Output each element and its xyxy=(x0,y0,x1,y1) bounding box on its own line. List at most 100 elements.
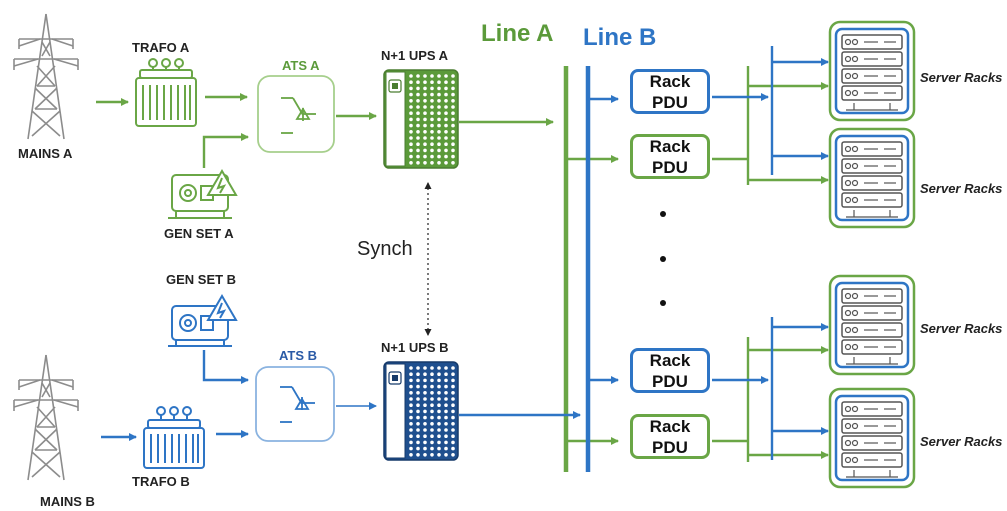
vent-dot xyxy=(409,111,413,115)
mains-b-tower-icon xyxy=(13,354,79,481)
vent-dot xyxy=(444,154,448,159)
mains-b-label: MAINS B xyxy=(40,494,95,509)
vent-dot xyxy=(430,453,434,457)
vent-dot xyxy=(416,99,420,103)
line-a-title: Line A xyxy=(481,20,554,47)
vent-dot xyxy=(437,397,441,401)
vent-dot xyxy=(416,117,420,122)
vent-dot xyxy=(437,130,441,134)
vent-dot xyxy=(423,148,427,153)
vent-dot xyxy=(437,372,441,377)
vent-dot xyxy=(423,446,427,451)
vent-dot xyxy=(423,92,427,97)
vent-dot xyxy=(451,105,455,109)
vent-dot xyxy=(451,86,455,91)
vent-dot xyxy=(416,154,420,159)
vent-dot xyxy=(444,453,448,457)
vent-dot xyxy=(444,80,448,84)
vent-dot xyxy=(430,105,434,109)
vent-dot xyxy=(409,123,413,128)
vent-dot xyxy=(409,440,413,445)
vent-dot xyxy=(430,384,434,389)
vent-dot xyxy=(409,446,413,451)
mains-a-tower-icon xyxy=(13,13,79,140)
vent-dot xyxy=(437,148,441,153)
vent-dot xyxy=(451,80,455,84)
vent-dot xyxy=(430,415,434,420)
vent-dot xyxy=(444,384,448,389)
vent-dot xyxy=(416,384,420,389)
rack-pdu-2-line2: PDU xyxy=(652,157,688,177)
vent-dot xyxy=(430,99,434,103)
ellipsis-dot xyxy=(660,211,666,217)
vent-dot xyxy=(430,422,434,426)
gen-set-b-label: GEN SET B xyxy=(166,272,237,287)
vent-dot xyxy=(430,409,434,414)
vent-dot xyxy=(437,142,441,146)
rack-pdu-3-line1: Rack xyxy=(649,350,691,370)
ats-a-label: ATS A xyxy=(282,58,320,73)
ups-a-label: N+1 UPS A xyxy=(381,48,449,63)
vent-dot xyxy=(409,105,413,109)
ups-a-icon xyxy=(383,69,459,169)
vent-dot xyxy=(444,130,448,134)
vent-dot xyxy=(430,446,434,451)
vent-dot xyxy=(423,409,427,414)
line-a-connections xyxy=(96,66,829,472)
vent-dot xyxy=(423,130,427,134)
vent-dot xyxy=(416,372,420,377)
vent-dot xyxy=(409,384,413,389)
vent-dot xyxy=(444,378,448,383)
vent-dot xyxy=(451,384,455,389)
vent-dot xyxy=(409,130,413,134)
vent-dot xyxy=(423,86,427,91)
vent-dot xyxy=(409,409,413,414)
vent-dot xyxy=(430,397,434,401)
rack-pdu-1-line2: PDU xyxy=(652,92,688,112)
vent-dot xyxy=(444,123,448,128)
ups-b-icon xyxy=(383,361,459,461)
vent-dot xyxy=(416,422,420,426)
vent-dot xyxy=(423,154,427,159)
vent-dot xyxy=(430,440,434,445)
vent-dot xyxy=(409,154,413,159)
vent-dot xyxy=(409,74,413,78)
vent-dot xyxy=(409,86,413,91)
line-b-connections xyxy=(101,46,829,472)
vent-dot xyxy=(416,130,420,134)
rack-pdu-1-line1: Rack xyxy=(649,71,691,91)
vent-dot xyxy=(423,372,427,377)
vent-dot xyxy=(430,123,434,128)
vent-dot xyxy=(409,366,413,370)
gen-set-a-icon xyxy=(168,169,238,219)
vent-dot xyxy=(451,154,455,159)
vent-dot xyxy=(437,161,441,165)
vent-dot xyxy=(444,434,448,439)
vent-dot xyxy=(416,378,420,383)
vent-dot xyxy=(416,74,420,78)
vent-dot xyxy=(430,161,434,165)
vent-dot xyxy=(416,105,420,109)
vent-dot xyxy=(430,142,434,146)
vent-dot xyxy=(430,80,434,84)
vent-dot xyxy=(409,142,413,146)
vent-dot xyxy=(437,446,441,451)
vent-dot xyxy=(451,111,455,115)
vent-dot xyxy=(451,117,455,122)
vent-dot xyxy=(437,111,441,115)
vent-dot xyxy=(444,161,448,165)
vent-dot xyxy=(444,409,448,414)
vent-dot xyxy=(444,415,448,420)
vent-dot xyxy=(451,415,455,420)
vent-dot xyxy=(430,130,434,134)
server-racks-label-2: Server Racks xyxy=(920,181,1003,196)
vent-dot xyxy=(437,74,441,78)
vent-dot xyxy=(416,161,420,165)
vent-dot xyxy=(409,434,413,439)
ats-b-box xyxy=(255,366,335,442)
synch-label: Synch xyxy=(357,238,413,260)
vent-dot xyxy=(423,397,427,401)
vent-dot xyxy=(451,130,455,134)
vent-dot xyxy=(409,80,413,84)
